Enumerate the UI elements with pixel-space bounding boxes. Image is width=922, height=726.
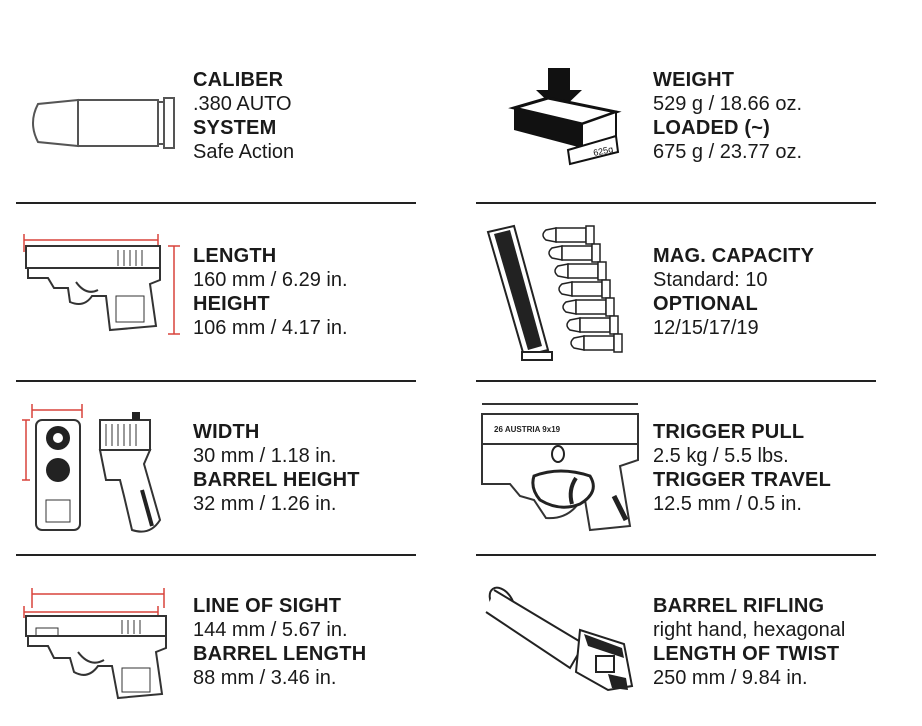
- spec-value-trigger-pull: 2.5 kg / 5.5 lbs.: [653, 445, 789, 467]
- spec-label-weight: WEIGHT: [653, 69, 735, 91]
- divider: [16, 202, 416, 204]
- spec-label-line-of-sight: LINE OF SIGHT: [193, 595, 342, 617]
- spec-value-width: 30 mm / 1.18 in.: [193, 445, 337, 467]
- spec-value-length: 160 mm / 6.29 in.: [193, 269, 348, 291]
- spec-label-barrel-rifling: BARREL RIFLING: [653, 595, 825, 617]
- spec-value-caliber: .380 AUTO: [193, 93, 292, 115]
- spec-label-trigger-pull: TRIGGER PULL: [653, 421, 805, 443]
- divider: [476, 380, 876, 382]
- pistol-dimensions-icon: [18, 230, 183, 340]
- magazine-rounds-icon: [484, 222, 634, 364]
- divider: [16, 380, 416, 382]
- spec-label-optional: OPTIONAL: [653, 293, 758, 315]
- spec-value-loaded: 675 g / 23.77 oz.: [653, 141, 803, 163]
- spec-value-barrel-rifling: right hand, hexagonal: [653, 619, 846, 641]
- divider: [476, 554, 876, 556]
- spec-value-length-of-twist: 250 mm / 9.84 in.: [653, 667, 808, 689]
- divider: [476, 202, 876, 204]
- spec-value-system: Safe Action: [193, 141, 295, 163]
- spec-value-line-of-sight: 144 mm / 5.67 in.: [193, 619, 348, 641]
- cartridge-icon: [30, 94, 180, 152]
- spec-label-barrel-height: BARREL HEIGHT: [193, 469, 360, 491]
- spec-value-mag-capacity: Standard: 10: [653, 269, 768, 291]
- spec-label-trigger-travel: TRIGGER TRAVEL: [653, 469, 831, 491]
- spec-label-barrel-length: BARREL LENGTH: [193, 643, 367, 665]
- spec-value-trigger-travel: 12.5 mm / 0.5 in.: [653, 493, 802, 515]
- spec-value-barrel-height: 32 mm / 1.26 in.: [193, 493, 337, 515]
- spec-label-caliber: CALIBER: [193, 69, 284, 91]
- spec-value-optional: 12/15/17/19: [653, 317, 759, 339]
- slide-engraving: 26 AUSTRIA 9x19: [494, 425, 561, 434]
- scale-weight-icon: 625g: [508, 68, 628, 168]
- spec-label-width: WIDTH: [193, 421, 260, 443]
- spec-value-height: 106 mm / 4.17 in.: [193, 317, 348, 339]
- spec-label-system: SYSTEM: [193, 117, 277, 139]
- pistol-sight-line-icon: [18, 582, 183, 702]
- spec-label-height: HEIGHT: [193, 293, 270, 315]
- spec-label-loaded: LOADED (~): [653, 117, 770, 139]
- barrel-icon: [484, 582, 644, 694]
- spec-label-length-of-twist: LENGTH OF TWIST: [653, 643, 840, 665]
- spec-label-length: LENGTH: [193, 245, 277, 267]
- spec-label-mag-capacity: MAG. CAPACITY: [653, 245, 815, 267]
- scale-readout: 625g: [592, 144, 614, 158]
- divider: [16, 554, 416, 556]
- spec-value-weight: 529 g / 18.66 oz.: [653, 93, 803, 115]
- trigger-closeup-icon: 26 AUSTRIA 9x19: [480, 400, 642, 542]
- spec-value-barrel-length: 88 mm / 3.46 in.: [193, 667, 337, 689]
- pistol-width-icon: [20, 400, 185, 540]
